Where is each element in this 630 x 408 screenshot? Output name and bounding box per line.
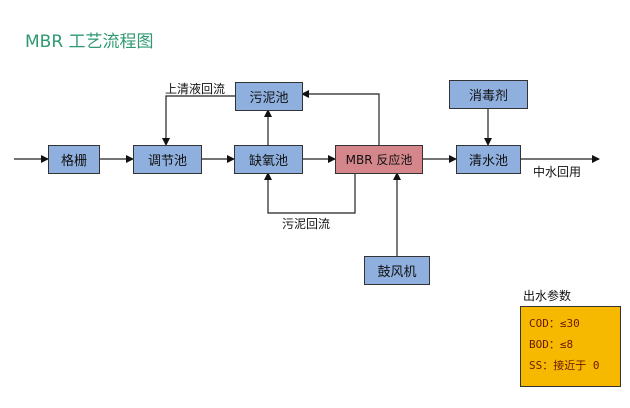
diagram-title: MBR 工艺流程图 bbox=[25, 32, 154, 52]
label-supernatant-return: 上清液回流 bbox=[165, 82, 226, 96]
box-equalization-tank: 调节池 bbox=[133, 145, 202, 174]
box-anoxic-tank: 缺氧池 bbox=[234, 145, 303, 174]
effluent-ss: SS：接近于 0 bbox=[529, 359, 600, 372]
effluent-parameters-box: COD：≤30 BOD：≤8 SS：接近于 0 bbox=[520, 306, 621, 387]
label-effluent-parameters: 出水参数 bbox=[523, 289, 572, 303]
label-reclaimed-water-reuse: 中水回用 bbox=[533, 165, 582, 179]
box-clear-water-tank: 清水池 bbox=[456, 145, 521, 174]
effluent-bod: BOD：≤8 bbox=[529, 338, 574, 351]
arrow-supernatant-return bbox=[162, 95, 235, 146]
box-mbr-reactor: MBR 反应池 bbox=[335, 145, 423, 174]
arrow-mbr-to-sludge bbox=[301, 90, 380, 145]
label-sludge-return: 污泥回流 bbox=[282, 217, 331, 231]
box-grille: 格栅 bbox=[48, 145, 100, 174]
box-disinfectant: 消毒剂 bbox=[449, 80, 528, 109]
effluent-cod: COD：≤30 bbox=[529, 317, 580, 330]
box-blower: 鼓风机 bbox=[364, 256, 430, 285]
arrow-sludge-return bbox=[264, 172, 356, 214]
box-sludge-tank: 污泥池 bbox=[235, 82, 303, 111]
